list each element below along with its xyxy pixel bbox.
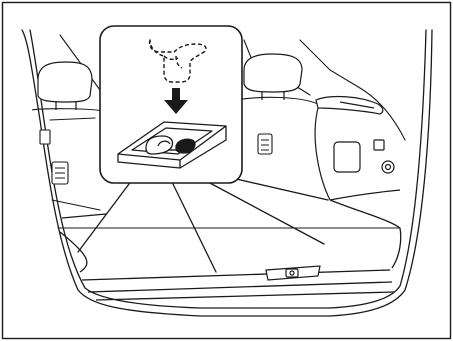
right-seat-latch — [258, 134, 272, 154]
